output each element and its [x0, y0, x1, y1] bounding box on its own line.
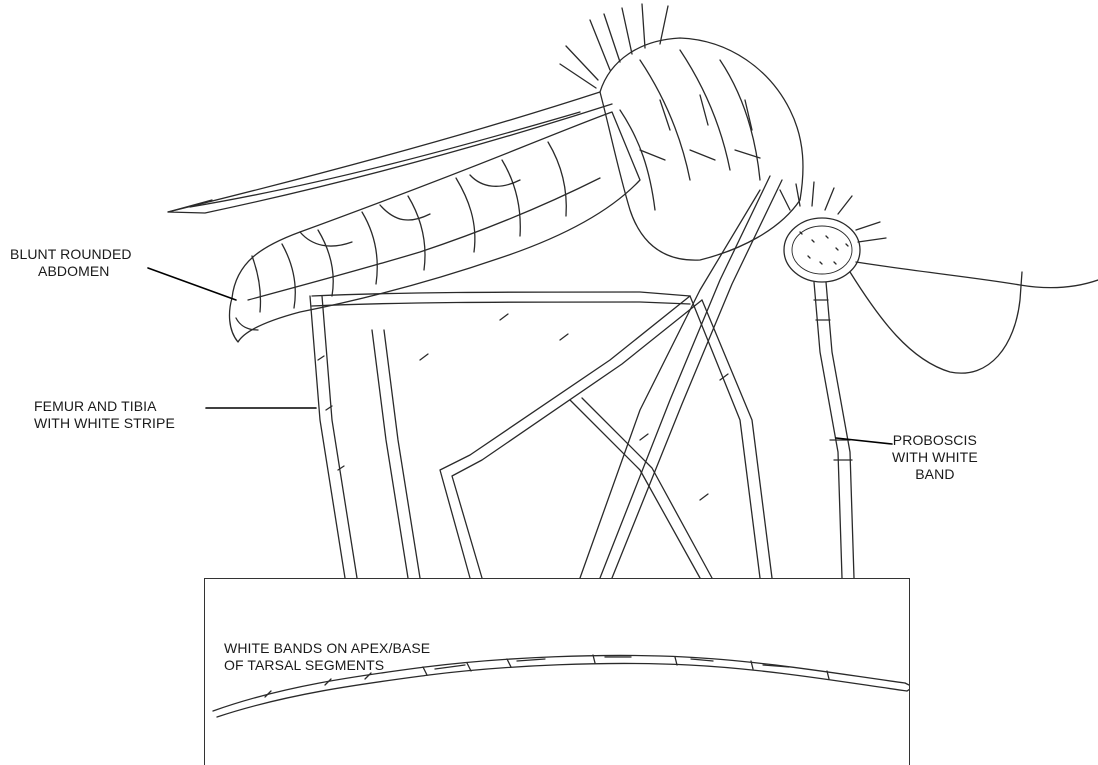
thorax [560, 4, 803, 260]
antenna [850, 262, 1098, 373]
abdomen-leader [148, 268, 236, 300]
label-femur-line1: FEMUR AND TIBIA [34, 398, 175, 415]
wing [168, 92, 612, 213]
label-proboscis-line1: PROBOSCIS [892, 432, 978, 449]
label-proboscis-line2: WITH WHITE [892, 449, 978, 466]
label-femur: FEMUR AND TIBIA WITH WHITE STRIPE [34, 398, 175, 432]
label-proboscis: PROBOSCIS WITH WHITE BAND [892, 432, 978, 483]
label-tarsal: WHITE BANDS ON APEX/BASE OF TARSAL SEGME… [224, 640, 430, 674]
proboscis-leader [836, 438, 892, 444]
label-tarsal-line1: WHITE BANDS ON APEX/BASE [224, 640, 430, 657]
label-tarsal-line2: OF TARSAL SEGMENTS [224, 657, 430, 674]
label-proboscis-line3: BAND [892, 466, 978, 483]
label-abdomen: BLUNT ROUNDED ABDOMEN [10, 246, 132, 280]
proboscis [814, 282, 854, 578]
label-abdomen-line1: BLUNT ROUNDED [10, 246, 132, 263]
abdomen [230, 112, 640, 342]
label-abdomen-line2: ABDOMEN [10, 263, 132, 280]
label-femur-line2: WITH WHITE STRIPE [34, 415, 175, 432]
head [780, 182, 886, 282]
legs [310, 176, 782, 578]
